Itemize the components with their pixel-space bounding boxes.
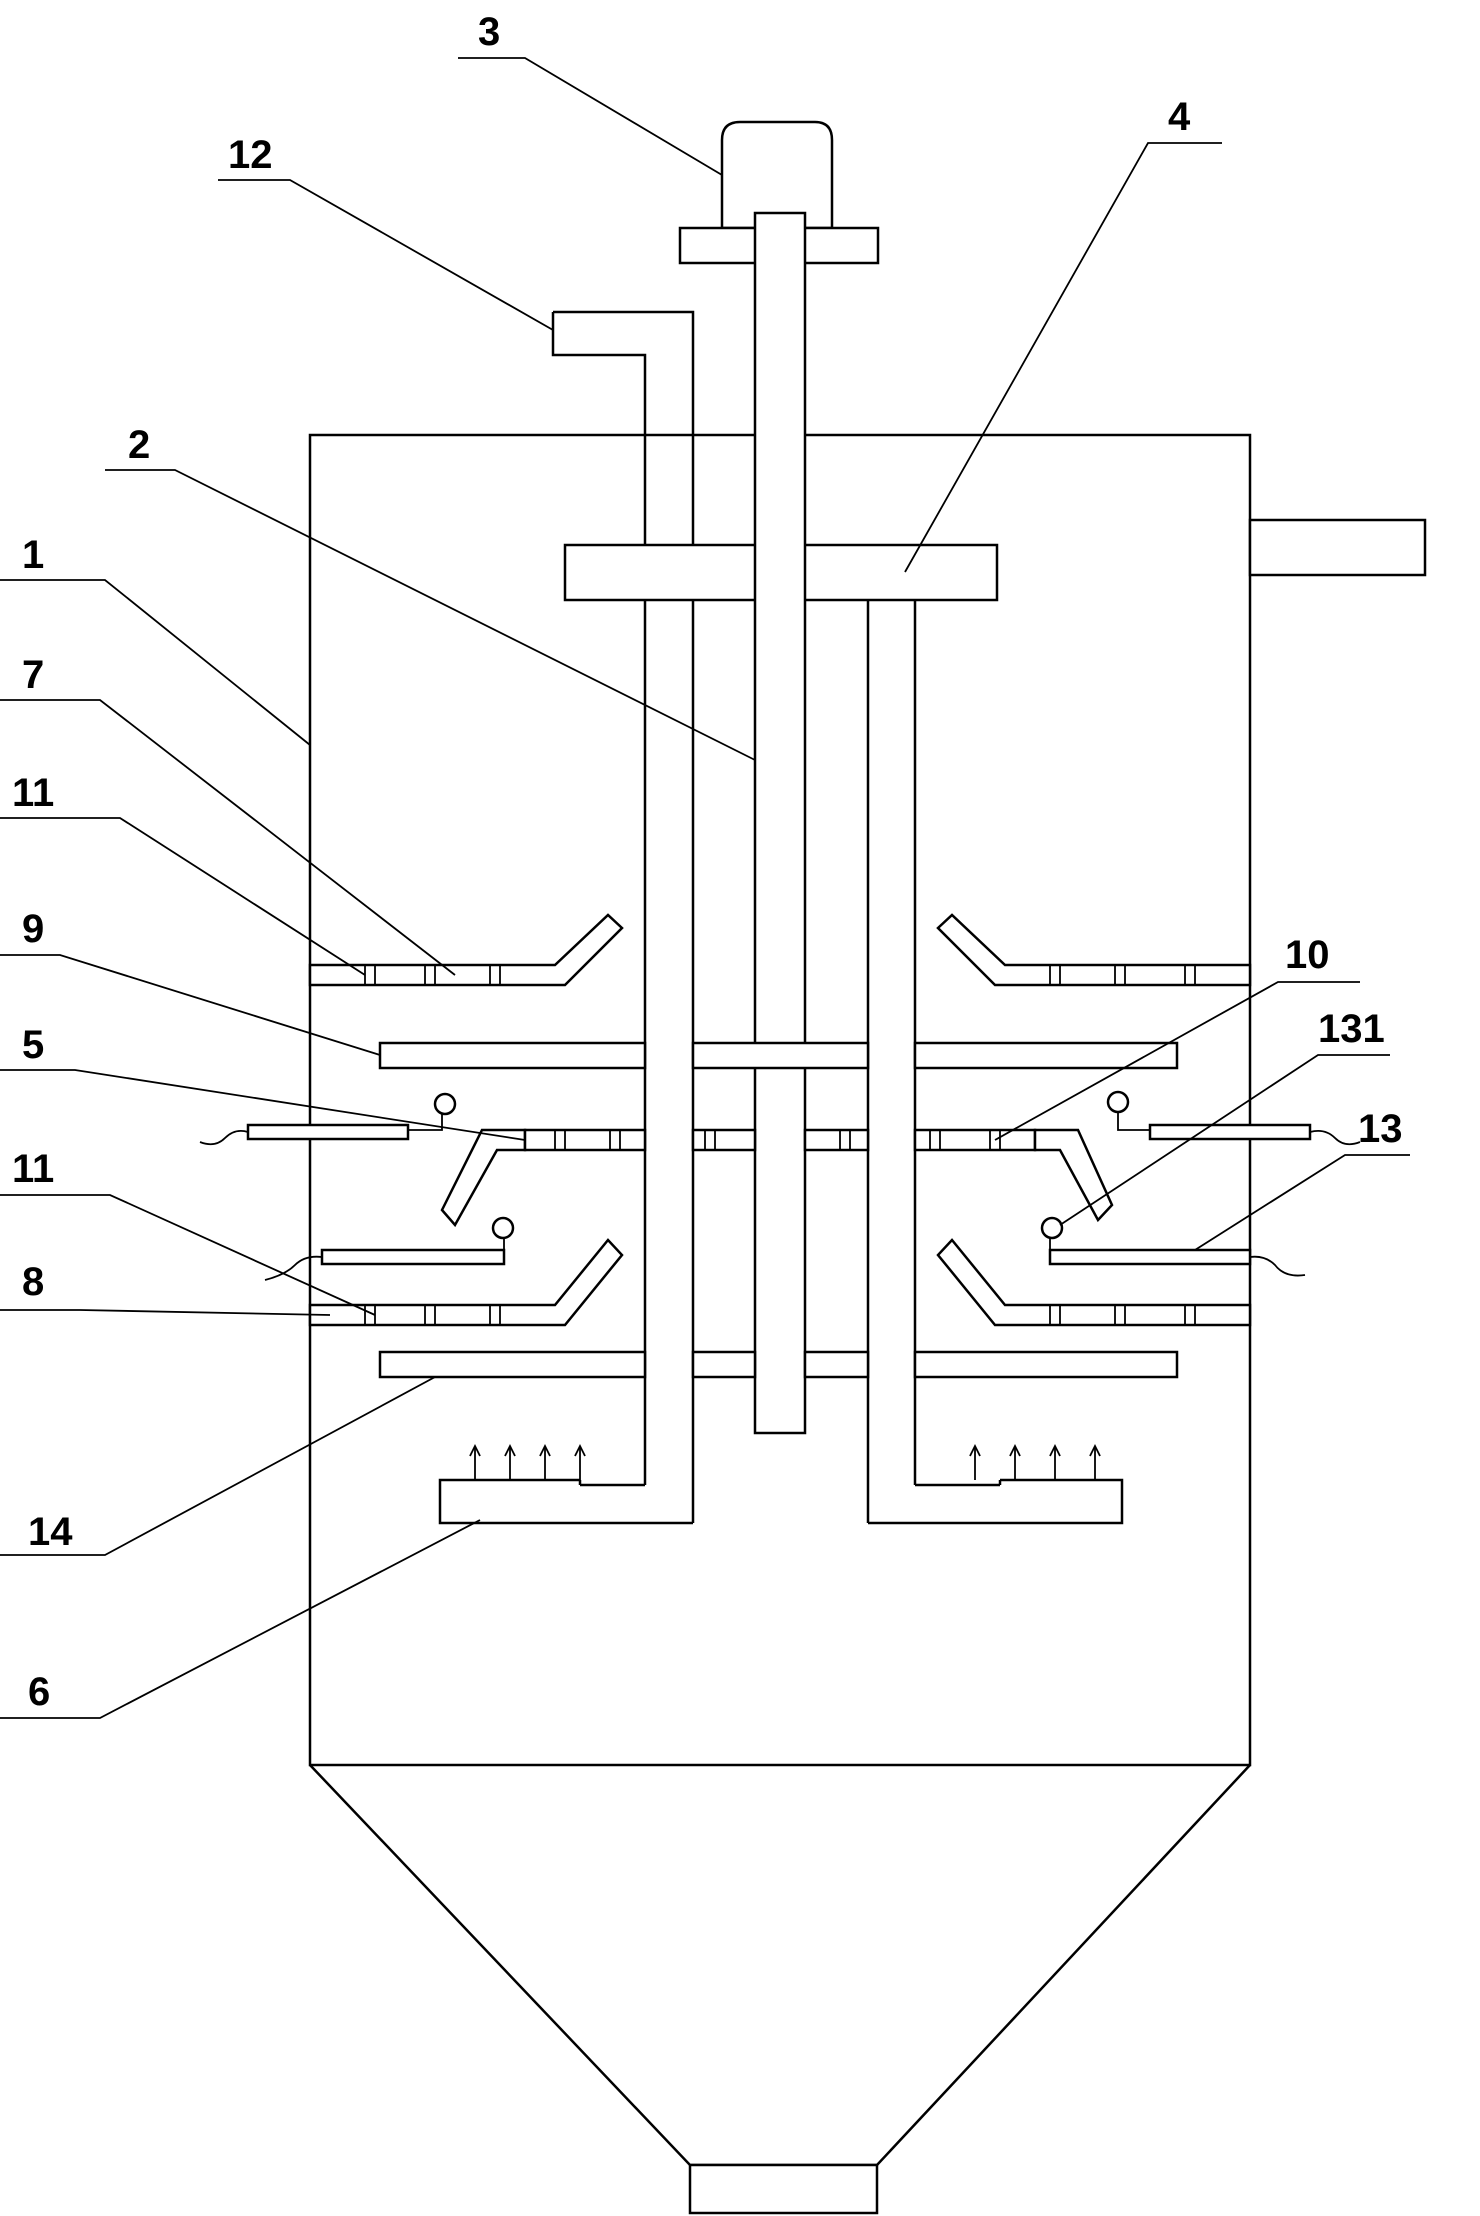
- label-4: 4: [1168, 95, 1191, 139]
- probe-lower-right: [1040, 1216, 1306, 1277]
- lower-tray-right: [936, 1238, 1252, 1327]
- gas-flow-arrows-left: [469, 1443, 586, 1480]
- callout-labels: 3 12 4 2 1 7 11 9 5 10 131 13 11 8 14 6: [12, 10, 1403, 1714]
- side-outlet: [1248, 518, 1427, 577]
- label-1: 1: [22, 533, 44, 577]
- label-7: 7: [22, 653, 44, 697]
- label-5: 5: [22, 1023, 44, 1067]
- label-131: 131: [1318, 1007, 1385, 1051]
- upper-tray-right: [936, 913, 1252, 987]
- label-6: 6: [28, 1670, 50, 1714]
- label-10: 10: [1285, 933, 1330, 977]
- label-3: 3: [478, 10, 500, 54]
- gas-distributor: [438, 1478, 1124, 1525]
- label-13: 13: [1358, 1107, 1403, 1151]
- middle-tray: [440, 1128, 1114, 1228]
- label-8: 8: [22, 1260, 44, 1304]
- probe-lower-left: [264, 1216, 515, 1281]
- scraper-bar-upper: [378, 1041, 1179, 1070]
- probe-upper-right: [1106, 1090, 1361, 1146]
- leader-lines: [0, 57, 1410, 1719]
- inlet-pipe: [551, 310, 695, 545]
- central-shaft: [753, 211, 807, 1435]
- label-11-upper: 11: [12, 771, 54, 815]
- probe-upper-left: [199, 1092, 457, 1146]
- label-2: 2: [128, 423, 150, 467]
- upper-tray-left: [308, 913, 624, 987]
- gas-flow-arrows-right: [969, 1443, 1101, 1480]
- label-12: 12: [228, 133, 273, 177]
- label-11-lower: 11: [12, 1147, 54, 1191]
- label-9: 9: [22, 907, 44, 951]
- label-14: 14: [28, 1510, 73, 1554]
- scraper-bar-lower: [378, 1350, 1179, 1379]
